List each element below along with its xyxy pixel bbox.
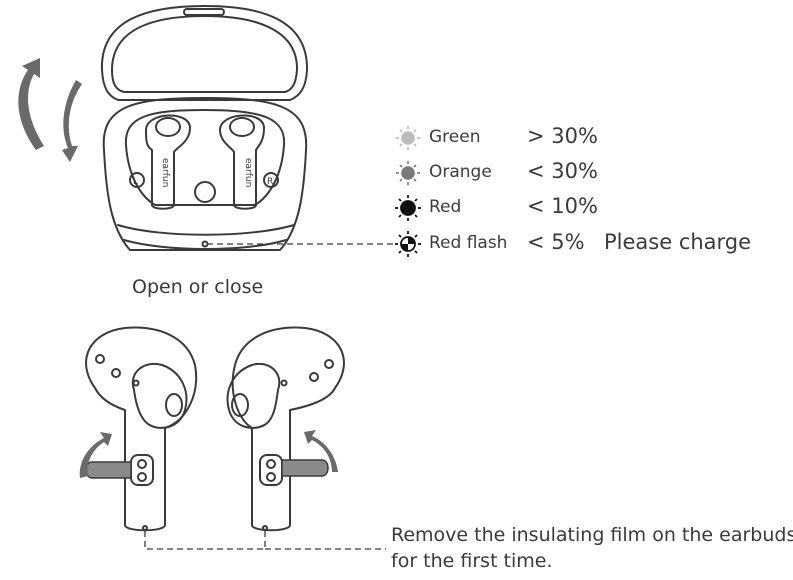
- led-orange-icon: [396, 161, 420, 185]
- case-marker-left: L: [133, 177, 138, 187]
- indicator-level-green: > 30%: [527, 124, 598, 148]
- left-earbud: [85, 326, 198, 532]
- led-red-icon: [395, 195, 421, 221]
- right-pull-arrow-icon: [304, 430, 338, 472]
- indicator-note-please-charge: Please charge: [604, 230, 752, 254]
- indicator-level-orange: < 30%: [527, 159, 598, 183]
- case-caption: Open or close: [132, 276, 264, 298]
- left-pull-arrow-icon: [79, 432, 112, 478]
- earbud-instruction-line2: for the first time.: [391, 550, 553, 572]
- right-earbud: [226, 326, 345, 532]
- earbud-connector-line: [144, 531, 386, 550]
- led-red-flash-icon: [395, 231, 421, 257]
- charging-case: [100, 5, 309, 251]
- indicator-color-green: Green: [429, 127, 481, 147]
- left-insulating-film: [85, 461, 132, 479]
- case-led: [201, 240, 209, 248]
- indicator-level-red-flash: < 5%: [527, 230, 585, 254]
- indicator-level-red: < 10%: [527, 194, 598, 218]
- case-brand-right: earfun: [243, 158, 253, 187]
- case-marker-right: R: [267, 177, 273, 187]
- right-insulating-film: [281, 459, 329, 477]
- indicator-color-red-flash: Red flash: [429, 233, 508, 253]
- indicator-color-red: Red: [429, 197, 462, 217]
- led-green-icon: [396, 126, 420, 150]
- indicator-color-orange: Orange: [429, 162, 492, 182]
- case-brand-left: earfun: [160, 158, 170, 187]
- earbud-instruction-line1: Remove the insulating film on the earbud…: [391, 524, 793, 546]
- open-close-arrows-icon: [18, 58, 82, 162]
